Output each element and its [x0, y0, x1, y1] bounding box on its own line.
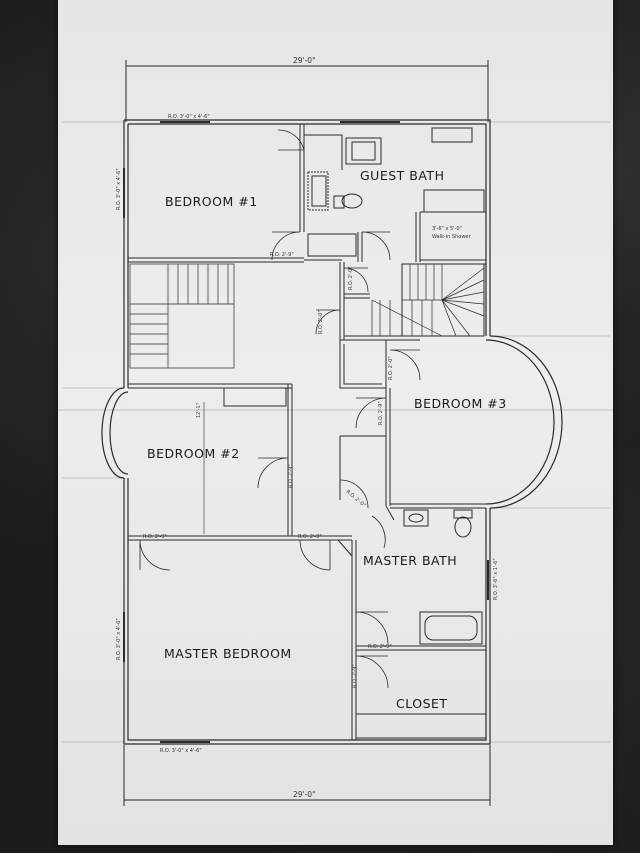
- note-b2-dimension: 12'-1": [196, 403, 202, 418]
- note-door-hall1: R.O. 2'-0": [348, 266, 354, 290]
- note-door-b2-left: R.O. 2'-9": [143, 534, 167, 540]
- note-door-hall3: R.O. 2'-0": [388, 356, 394, 380]
- note-door-closet: R.O. 2'-9": [352, 664, 358, 688]
- interior-walls: [128, 124, 487, 740]
- room-label-guest-bath: GUEST BATH: [360, 168, 444, 183]
- note-window-left-upper: R.O. 3'-0" x 4'-6": [116, 168, 122, 210]
- room-label-master-bath: MASTER BATH: [363, 553, 457, 568]
- dim-top-label: 29'-0": [293, 56, 316, 65]
- room-label-closet: CLOSET: [396, 696, 448, 711]
- door-swings: [139, 129, 421, 689]
- dimension-bottom: [123, 745, 491, 806]
- note-window-left-lower: R.O. 3'-0" x 4'-6": [116, 618, 122, 660]
- note-door-b2-right: R.O. 2'-9": [298, 534, 322, 540]
- room-label-bedroom2: BEDROOM #2: [147, 446, 240, 461]
- note-door-b1: R.O. 2'-9": [270, 252, 294, 258]
- note-door-b3: R.O. 2'-9": [378, 401, 384, 425]
- note-window-right: R.O. 3'-6" x 1'-6": [493, 558, 499, 600]
- room-label-bedroom1: BEDROOM #1: [165, 194, 258, 209]
- room-label-master-bedroom: MASTER BEDROOM: [164, 646, 292, 661]
- note-shower-type: Walk-in Shower: [432, 234, 471, 240]
- paper-sheet: [58, 0, 613, 845]
- note-shower-size: 3'-6" x 5'-0": [432, 226, 462, 232]
- stairs-left: [129, 263, 235, 369]
- note-window-top: R.O. 3'-0" x 4'-6": [168, 114, 210, 120]
- note-door-mb: R.O. 2'-9": [368, 644, 392, 650]
- dimension-top: [125, 60, 489, 122]
- window-marks: [123, 121, 489, 743]
- room-label-bedroom3: BEDROOM #3: [414, 396, 507, 411]
- note-door-b2-side: R.O. 2'-9": [288, 464, 294, 488]
- dim-bottom-label: 29'-0": [293, 790, 316, 799]
- note-door-hall2: R.O. 2'-0": [318, 310, 324, 334]
- note-window-bottom: R.O. 3'-0" x 4'-6": [160, 748, 202, 754]
